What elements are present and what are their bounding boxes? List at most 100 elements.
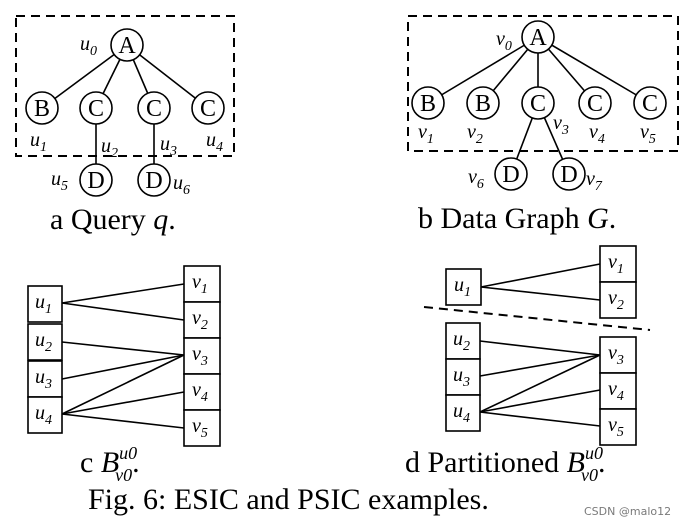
svg-text:u3: u3 (453, 364, 470, 390)
svg-text:D: D (87, 168, 104, 194)
bip-d-edge-u1-v1 (480, 263, 601, 288)
query-node-u2: C (79, 91, 113, 125)
data-label-v5: v5 (640, 121, 656, 147)
query-label-u2: u2 (101, 135, 118, 161)
svg-text:v3: v3 (192, 343, 208, 369)
data-node-v7: D (552, 157, 586, 191)
bip-d-right-v1: v1 (599, 245, 637, 283)
query-label-u6: u6 (173, 172, 190, 198)
query-node-u6: D (137, 163, 171, 197)
panel-b-data-graph: A B B C C C D D v0 v1 (407, 15, 679, 235)
data-label-v2: v2 (467, 121, 483, 147)
bip-c-left-u3: u3 (27, 360, 63, 398)
query-node-u1: B (25, 91, 59, 125)
svg-text:D: D (145, 168, 162, 194)
svg-text:A: A (529, 25, 547, 51)
bip-d-right-v3: v3 (599, 336, 637, 374)
svg-text:C: C (146, 96, 162, 122)
bip-c-edge-u1-v2 (61, 302, 185, 321)
bip-c-edge-u2-v3 (61, 341, 185, 356)
query-dashed-box (15, 15, 235, 157)
bip-c-edge-u4-v4 (61, 391, 185, 415)
query-label-u1: u1 (30, 129, 47, 155)
svg-text:C: C (587, 91, 603, 117)
bip-d-edge-u4-v5 (479, 411, 601, 427)
query-label-u5: u5 (51, 168, 68, 194)
svg-text:B: B (475, 91, 491, 117)
panel-c-bipartite: u1 u2 u3 u4 v1 v2 v3 v4 (27, 265, 221, 485)
bip-c-right-v3: v3 (183, 337, 221, 375)
bip-d-right-v2: v2 (599, 281, 637, 319)
data-node-v0: A (521, 20, 555, 54)
bip-d-edge-u1-v2 (480, 286, 601, 301)
bip-c-left-u4: u4 (27, 396, 63, 434)
data-node-v6: D (494, 157, 528, 191)
svg-text:u2: u2 (35, 329, 52, 355)
svg-text:v1: v1 (608, 251, 624, 277)
data-edge-v0-v5 (537, 36, 651, 104)
svg-text:u4: u4 (35, 402, 52, 428)
svg-text:v5: v5 (608, 414, 624, 440)
data-node-v1: B (411, 86, 445, 120)
svg-text:B: B (34, 96, 50, 122)
data-label-v4: v4 (589, 121, 605, 147)
query-node-u0: A (110, 28, 144, 62)
svg-text:v1: v1 (192, 271, 208, 297)
bip-d-edge-u2-v3 (479, 340, 601, 356)
bip-c-right-v5: v5 (183, 409, 221, 447)
data-label-v1: v1 (418, 121, 434, 147)
data-label-v0: v0 (496, 28, 512, 54)
data-label-v7: v7 (586, 168, 603, 194)
bip-c-left-u1: u1 (27, 285, 63, 323)
data-label-v3: v3 (553, 112, 569, 138)
data-graph-dashed-box (407, 15, 679, 152)
svg-text:C: C (200, 96, 216, 122)
query-label-u4: u4 (206, 129, 223, 155)
watermark: CSDN @malo12 (584, 505, 671, 518)
data-node-v5: C (633, 86, 667, 120)
svg-text:u3: u3 (35, 366, 52, 392)
bip-c-left-u2: u2 (27, 323, 63, 361)
query-node-u4: C (191, 91, 225, 125)
data-edge-v0-v1 (427, 36, 539, 104)
svg-text:A: A (118, 33, 136, 59)
bip-d-right-v5: v5 (599, 408, 637, 446)
figure-caption: Fig. 6: ESIC and PSIC examples. (88, 483, 489, 516)
svg-text:C: C (88, 96, 104, 122)
data-node-v2: B (466, 86, 500, 120)
bip-d-edge-u4-v3 (479, 354, 601, 413)
svg-text:v4: v4 (608, 378, 624, 404)
svg-text:v4: v4 (192, 379, 208, 405)
bip-d-left-u1: u1 (445, 268, 482, 306)
query-label-u3: u3 (160, 133, 177, 159)
data-node-v4: C (578, 86, 612, 120)
query-node-u5: D (79, 163, 113, 197)
bip-d-edge-u4-v4 (479, 389, 601, 413)
data-node-v3: C (521, 86, 555, 120)
svg-text:C: C (530, 91, 546, 117)
bip-d-edge-u3-v3 (479, 354, 601, 377)
svg-text:u4: u4 (453, 400, 470, 426)
query-label-u0: u0 (80, 33, 97, 59)
bip-d-left-u3: u3 (445, 358, 481, 396)
data-label-v6: v6 (468, 166, 484, 192)
bip-c-right-v1: v1 (183, 265, 221, 303)
bip-d-left-u4: u4 (445, 394, 481, 432)
svg-text:u1: u1 (454, 274, 471, 300)
query-edge-u0-u1 (41, 44, 128, 109)
bip-d-right-v4: v4 (599, 372, 637, 410)
query-edge-u0-u4 (126, 44, 209, 109)
svg-text:v2: v2 (608, 287, 624, 313)
svg-text:D: D (560, 162, 577, 188)
bip-c-edge-u4-v5 (61, 413, 185, 429)
bip-c-edge-u1-v1 (61, 283, 185, 304)
bip-c-right-v4: v4 (183, 373, 221, 411)
bip-c-right-v2: v2 (183, 301, 221, 339)
svg-text:u1: u1 (35, 291, 52, 317)
query-caption: a Query q. (50, 203, 176, 236)
bip-d-left-u2: u2 (445, 322, 481, 360)
svg-text:v5: v5 (192, 415, 208, 441)
